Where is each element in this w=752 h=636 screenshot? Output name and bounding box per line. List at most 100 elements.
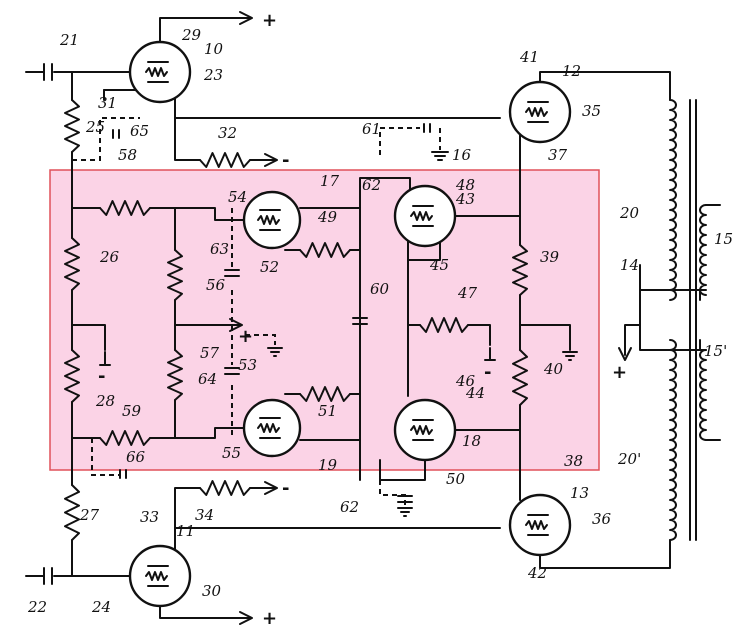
ref-label-25: 25 <box>85 118 105 136</box>
ref-label-53: 53 <box>238 356 257 374</box>
tube-electrodes <box>257 209 281 231</box>
ref-label-15-prime: 15' <box>704 342 727 360</box>
ref-label-19: 19 <box>318 456 338 474</box>
ref-label-63: 63 <box>210 240 229 258</box>
ref-label-12: 12 <box>562 62 581 80</box>
arrows <box>229 11 632 625</box>
ref-label-36: 36 <box>592 510 612 528</box>
ref-label-54: 54 <box>228 188 247 206</box>
ref-label-48: 48 <box>455 176 475 194</box>
ref-label-65: 65 <box>130 122 149 140</box>
dashed-connections <box>72 117 441 505</box>
tube-electrodes <box>525 101 549 123</box>
ref-label-16: 16 <box>452 146 472 164</box>
capacitor-21 <box>43 63 53 81</box>
capacitor-62 <box>397 495 413 503</box>
ref-label-26: 26 <box>99 248 120 266</box>
ref-label-49: 49 <box>317 208 338 226</box>
plus-sign-transformer: + <box>612 362 627 383</box>
plus-sign-bottom: + <box>262 608 277 629</box>
ref-label-46: 46 <box>455 372 476 390</box>
grounds <box>99 151 578 517</box>
ref-label-38: 38 <box>564 452 583 470</box>
resistor <box>199 152 251 168</box>
ref-label-20-prime: 20' <box>617 450 641 468</box>
resistor <box>419 317 469 333</box>
highlighted-region <box>49 169 600 471</box>
ref-label-23: 23 <box>203 66 223 84</box>
capacitors <box>43 63 431 585</box>
ref-label-10: 10 <box>204 40 224 58</box>
resistor <box>99 200 151 216</box>
ref-label-20: 20 <box>619 204 640 222</box>
ref-label-11: 11 <box>176 522 195 540</box>
ref-label-44: 44 <box>465 384 485 402</box>
tube-electrodes <box>410 419 434 441</box>
minus-sign-34: - <box>282 478 289 499</box>
resistor <box>512 244 528 296</box>
ref-label-28: 28 <box>95 392 115 410</box>
transformer <box>669 99 721 541</box>
capacitor-61 <box>423 123 431 133</box>
tube-electrodes <box>525 514 549 536</box>
ref-label-50: 50 <box>446 470 466 488</box>
resistor <box>299 242 351 258</box>
ref-label-60: 60 <box>370 280 390 298</box>
ref-label-29: 29 <box>181 26 202 44</box>
vacuum-tubes <box>128 40 572 608</box>
tube-electrodes <box>145 61 169 83</box>
primary-coil-20-prime <box>669 339 677 541</box>
tube <box>508 80 572 144</box>
ref-label-32: 32 <box>218 124 237 142</box>
ref-label-61: 61 <box>362 120 381 138</box>
ref-label-56: 56 <box>206 276 226 294</box>
ref-label-17: 17 <box>320 172 340 190</box>
ref-label-51: 51 <box>318 402 337 420</box>
ref-label-18: 18 <box>462 432 481 450</box>
resistor <box>99 430 151 446</box>
ref-label-66: 66 <box>126 448 146 466</box>
ref-label-45: 45 <box>429 256 449 274</box>
tube <box>508 493 572 557</box>
ref-label-14: 14 <box>620 256 639 274</box>
resistor <box>64 349 80 403</box>
tube-electrodes <box>145 565 169 587</box>
ref-label-35: 35 <box>582 102 601 120</box>
resistor <box>64 237 80 291</box>
resistor <box>64 99 80 153</box>
tube-electrodes <box>257 417 281 439</box>
minus-sign-32: - <box>282 150 289 171</box>
capacitor-66 <box>119 469 127 479</box>
ref-label-27: 27 <box>79 506 100 524</box>
ref-label-41: 41 <box>519 48 539 66</box>
ref-label-59: 59 <box>122 402 142 420</box>
ref-label-64: 64 <box>198 370 217 388</box>
secondary-coil-15 <box>699 204 707 296</box>
tube <box>128 544 192 608</box>
capacitor-22 <box>43 567 53 585</box>
ref-label-15: 15 <box>714 230 733 248</box>
minus-sign-47: - <box>484 362 491 383</box>
plus-sign-top: + <box>262 10 277 31</box>
ref-label-43: 43 <box>455 190 475 208</box>
ref-label-22: 22 <box>27 598 47 616</box>
ref-label-55: 55 <box>222 444 241 462</box>
resistor <box>199 480 251 496</box>
tube <box>393 184 457 248</box>
ref-label-40: 40 <box>543 360 564 378</box>
ref-label-13: 13 <box>570 484 589 502</box>
ref-label-37: 37 <box>548 146 568 164</box>
ref-label-62: 62 <box>362 176 381 194</box>
capacitor-63 <box>224 269 240 277</box>
capacitor-65 <box>112 129 120 139</box>
secondary-coil-15-prime <box>699 349 707 441</box>
resistor <box>512 349 528 406</box>
minus-sign-left-ground: - <box>98 366 105 387</box>
resistor <box>167 249 183 301</box>
tube <box>393 398 457 462</box>
ref-label-47: 47 <box>457 284 478 302</box>
resistors <box>64 99 528 541</box>
